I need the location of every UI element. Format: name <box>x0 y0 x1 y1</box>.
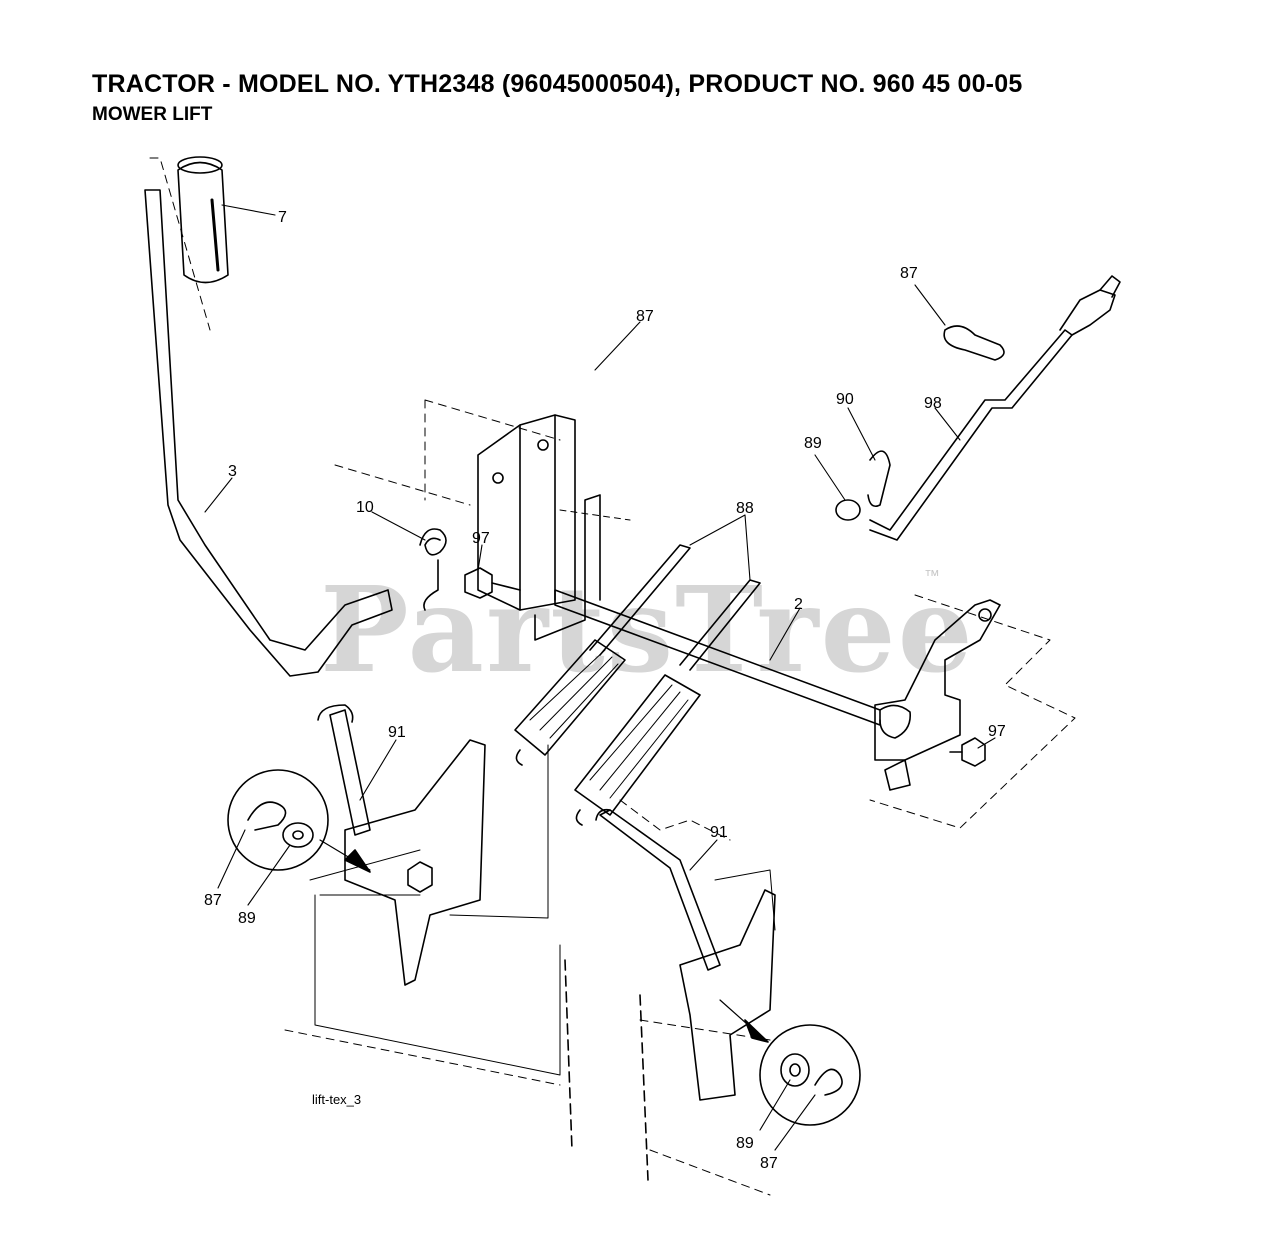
spring-coil-left <box>514 639 626 756</box>
callout-97-left: 97 <box>472 530 490 547</box>
right-bracket-dash <box>869 594 1076 829</box>
page-title: TRACTOR - MODEL NO. YTH2348 (96045000504… <box>92 70 1023 98</box>
callout-87-right: 87 <box>900 265 918 282</box>
callout-2: 2 <box>794 596 803 613</box>
bracket-hole <box>492 472 504 484</box>
callout-89-left: 89 <box>238 910 256 927</box>
hex-bolt-right <box>949 737 986 767</box>
callout-87-bottom: 87 <box>760 1155 778 1172</box>
bracket-dash <box>334 399 561 506</box>
lift-handle-assembly <box>144 156 393 677</box>
handle-centerline <box>149 157 211 331</box>
lift-handle-rod <box>144 189 393 677</box>
trademark-mark: ™ <box>924 568 940 585</box>
callout-10: 10 <box>356 499 374 516</box>
callout-7: 7 <box>278 209 287 226</box>
left-bracket-nut <box>407 861 433 893</box>
spring-coil-right <box>574 674 701 816</box>
callout-87-left: 87 <box>204 892 222 909</box>
spring-hook <box>589 544 691 656</box>
spring-hook <box>679 579 761 671</box>
callout-89-right: 89 <box>804 435 822 452</box>
callout-3: 3 <box>228 463 237 480</box>
pivot-bushing <box>879 704 912 739</box>
right-lower-bracket <box>679 889 776 1101</box>
lift-link-rod <box>835 275 1121 541</box>
detail-circle-left <box>227 769 371 873</box>
grip-end <box>177 156 223 174</box>
right-pivot-bracket <box>869 594 1076 829</box>
left-lift-arm <box>284 704 573 1151</box>
callout-98: 98 <box>924 395 942 412</box>
callout-91-right: 91 <box>710 824 728 841</box>
callout-97-right: 97 <box>988 723 1006 740</box>
extension-springs <box>514 544 761 826</box>
detail-circle-right <box>719 999 861 1126</box>
rod-threaded-end <box>1059 289 1116 336</box>
callout-87-top: 87 <box>636 308 654 325</box>
left-frame <box>314 894 561 1076</box>
callout-89-bottom: 89 <box>736 1135 754 1152</box>
bracket-hole <box>537 439 549 451</box>
callout-91-left: 91 <box>388 724 406 741</box>
bracket-outline <box>477 414 576 611</box>
bracket-front <box>519 414 556 611</box>
left-lower-bracket <box>344 739 486 986</box>
pivot-hole <box>978 608 992 622</box>
page-subtitle: MOWER LIFT <box>92 104 213 125</box>
callout-88: 88 <box>736 500 754 517</box>
torsion-spring <box>419 528 447 611</box>
handle-grip <box>177 161 229 284</box>
washer-right <box>835 499 861 521</box>
center-bracket <box>334 399 601 641</box>
leader-lines <box>204 204 996 1151</box>
callout-90: 90 <box>836 391 854 408</box>
right-lift-arm <box>595 799 776 1196</box>
clip-pin-right <box>943 325 1005 361</box>
lift-shaft <box>554 509 881 726</box>
figure-code: lift-tex_3 <box>312 1092 361 1107</box>
hex-bolt-left <box>464 567 521 599</box>
bracket-tab <box>534 494 601 641</box>
grip-texture <box>210 198 220 272</box>
clip-pin-small <box>867 450 891 508</box>
